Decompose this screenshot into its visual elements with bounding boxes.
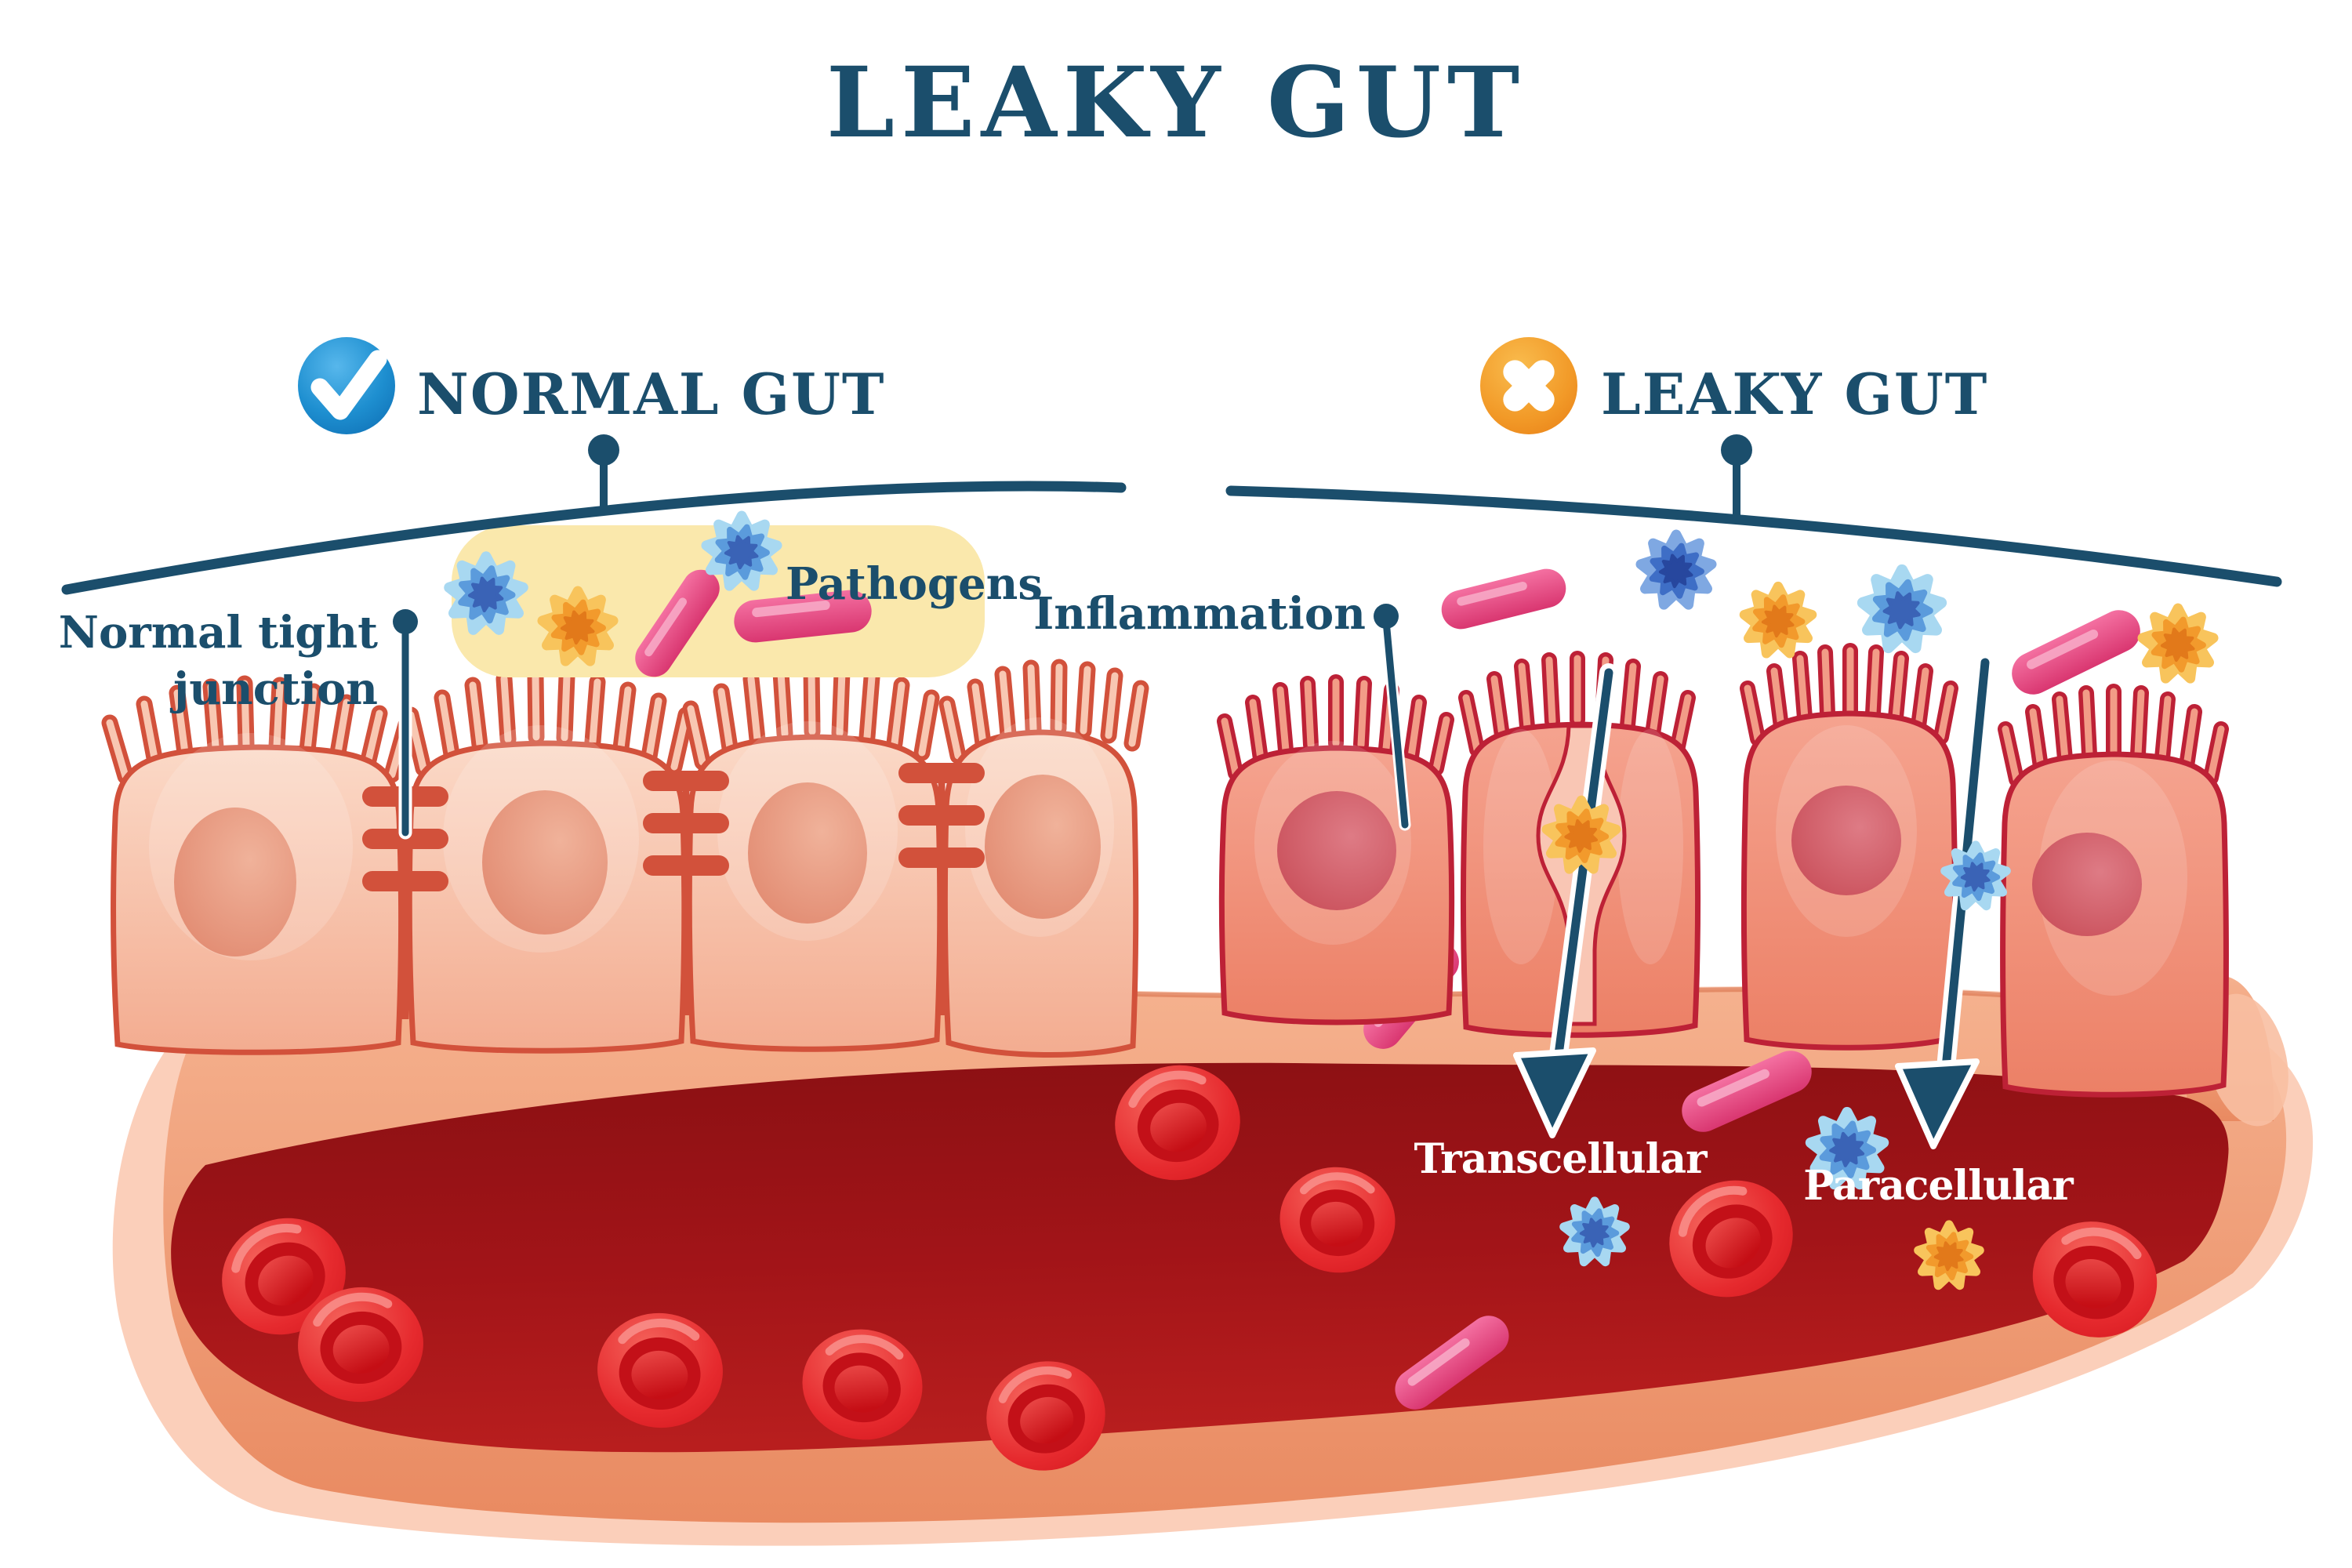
epithelial-cell	[101, 675, 415, 1055]
cross-icon	[1480, 337, 1577, 434]
microvilli-fill	[106, 680, 410, 780]
pathogen-blue-icon	[1863, 570, 1941, 648]
cell-nucleus	[1791, 786, 1901, 895]
section-leaky-header: LEAKY GUT	[1480, 337, 1988, 434]
cell-nucleus	[482, 790, 608, 935]
section-brackets	[61, 449, 2282, 595]
tight-junction-label-line2: junction	[169, 663, 378, 715]
pointer-dot	[393, 609, 418, 634]
cell-nucleus	[2032, 833, 2142, 936]
inflammation-label: Inflammation	[1033, 588, 1366, 640]
leaky-gut-section-title: LEAKY GUT	[1601, 361, 1988, 427]
pathogen-orange-icon	[2143, 608, 2213, 678]
leaky-epithelium	[1217, 643, 2230, 1098]
epithelial-cell	[682, 662, 943, 1052]
inflammation-annotation: Inflammation	[1033, 588, 1411, 831]
inflamed-cell	[1217, 674, 1455, 1025]
epithelial-cell	[402, 667, 695, 1054]
pathogens-callout: Pathogens	[449, 516, 1043, 684]
section-normal-header: NORMAL GUT	[298, 337, 885, 434]
inflamed-cell	[1740, 643, 1958, 1051]
pathogens-label: Pathogens	[786, 558, 1043, 610]
tight-junction-label-line1: Normal tight	[59, 607, 378, 659]
cell-nucleus	[748, 782, 867, 924]
paracellular-label: Paracellular	[1803, 1162, 2074, 1210]
pointer-dot	[1721, 434, 1752, 466]
bacteria-rod	[1437, 564, 1570, 633]
page-title: LEAKY GUT	[826, 46, 1526, 160]
cell-nucleus	[174, 808, 296, 956]
inflamed-cell	[1998, 684, 2230, 1098]
pointer-dot	[1374, 604, 1399, 629]
normal-gut-title: NORMAL GUT	[417, 361, 885, 427]
pointer-dot	[588, 434, 619, 466]
check-icon	[298, 337, 395, 434]
bacteria-rod	[2005, 603, 2147, 702]
pathogen-dark-blue-icon	[1641, 535, 1711, 604]
blood-vessel	[112, 935, 2314, 1546]
tight-junctions	[362, 763, 985, 1019]
leaky-bracket	[1225, 485, 2282, 587]
epithelial-cell	[938, 659, 1149, 1058]
tight-junction-annotation: Normal tight junction	[59, 607, 418, 840]
cell-nucleus	[985, 775, 1101, 919]
cell-nucleus	[1277, 791, 1396, 910]
normal-epithelium	[101, 659, 1149, 1058]
pathogen-orange-icon	[1744, 586, 1812, 653]
transcellular-label: Transcellular	[1414, 1135, 1708, 1183]
normal-bracket	[61, 481, 1127, 595]
